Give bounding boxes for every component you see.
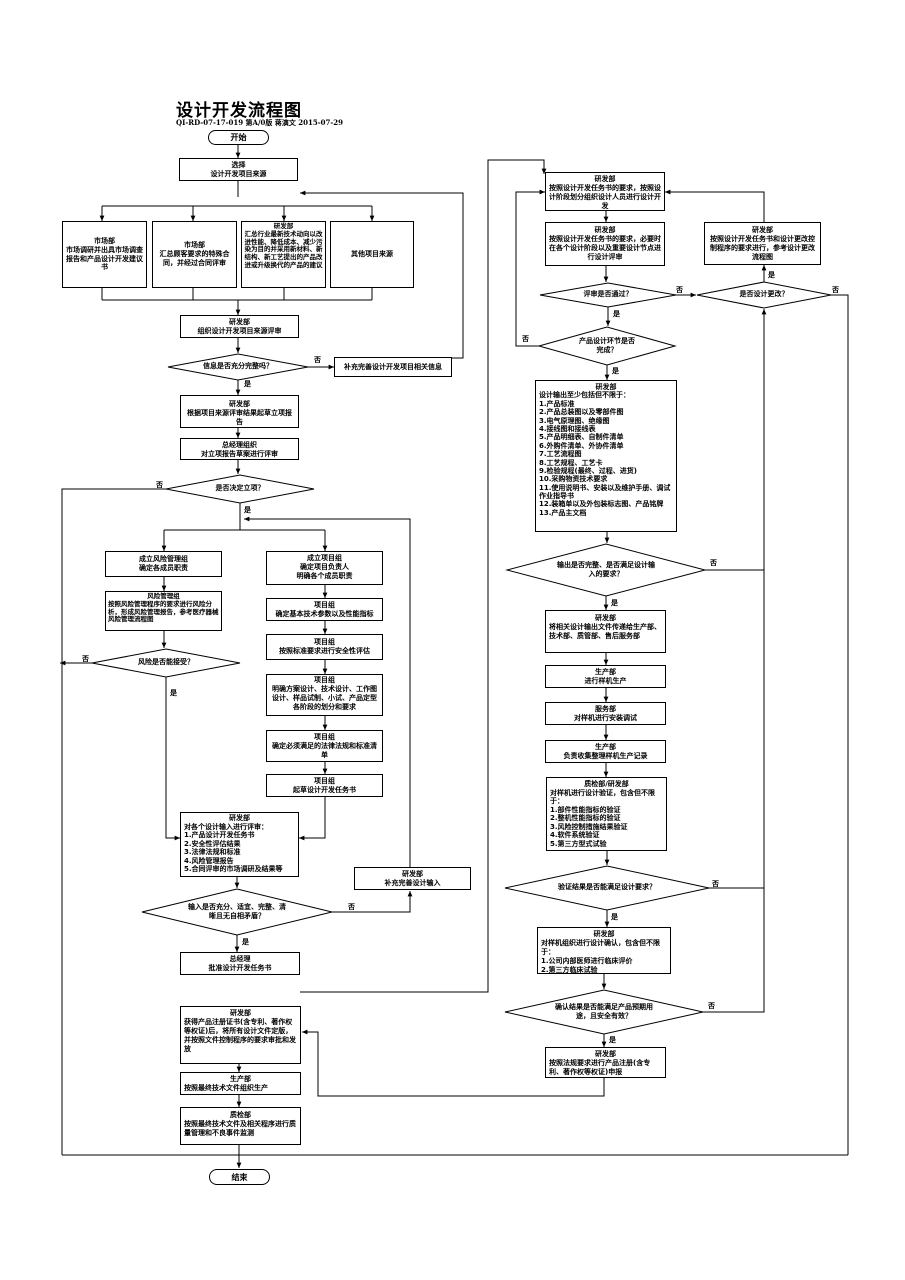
node-gm-review: 总经理组织对立项报告草案进行评审 (180, 438, 299, 460)
decision-info-complete: 信息是否充分完整吗？ (203, 362, 273, 371)
node-rd-transfer: 研发部将相关设计输出文件传递给生产部、技术部、质管部、售后服务部 (545, 610, 666, 653)
node-rd-trend: 研发部汇总行业最新技术动向以改进性能、降低成本、减少污染为目的并采用新材料、新结… (241, 221, 326, 288)
start-terminal: 开始 (208, 130, 269, 145)
diamond-risk-accept (91, 648, 241, 678)
node-supplement-info: 补充完善设计开发项目相关信息 (334, 357, 452, 377)
label-yes: 是 (242, 938, 249, 946)
node-qc-final: 质检部按照最终技术文件及相关程序进行质量管理和不良事件监测 (180, 1107, 301, 1145)
node-project-team: 成立项目组确定项目负责人 明确各个成员职责 (266, 551, 383, 585)
node-rd-review-source: 研发部组织设计开发项目来源评审 (180, 315, 299, 338)
label-no: 否 (348, 903, 355, 911)
node-market-a: 市场部市场调研并出具市场调查报告和产品设计开发建议书 (62, 221, 147, 288)
node-pg-task: 项目组起草设计开发任务书 (266, 774, 383, 797)
node-prod-final: 生产部按照最终技术文件组织生产 (180, 1072, 301, 1095)
decision-stage-done: 产品设计环节是否完成？ (579, 336, 635, 354)
label-yes: 是 (170, 689, 177, 697)
label-no: 否 (156, 481, 163, 489)
node-risk-analysis: 风险管理组按照风险管理程序的要求进行风险分析，形成风险管理报告，参考医疗器械风险… (105, 591, 222, 631)
label-no: 否 (708, 1002, 715, 1010)
node-pg-params: 项目组确定基本技术参数以及性能指标 (266, 598, 383, 621)
node-rd-confirm: 研发部对样机组织进行设计确认，包含但不限于： 1.公司内部医师进行临床评价 2.… (537, 927, 671, 974)
label-no: 否 (832, 286, 839, 294)
label-yes: 是 (613, 310, 620, 318)
node-prod-record: 生产部负责收集整理样机生产记录 (545, 740, 666, 763)
label-no: 否 (710, 559, 717, 567)
decision-input-ok: 输入是否充分、适宜、完整、清晰且无自相矛盾？ (188, 902, 286, 920)
node-rd-input-review: 研发部对各个设计输入进行评审： 1.产品设计开发任务书 2.安全性评估结果 3.… (180, 812, 299, 877)
decision-confirm-ok: 确认结果是否能满足产品预期用途，且安全有效？ (555, 1002, 653, 1020)
label-yes: 是 (611, 913, 618, 921)
node-rd-output: 研发部设计输出至少包括但不限于： 1.产品标准 2.产品总装图以及零部件图 3.… (535, 380, 677, 532)
label-yes: 是 (244, 506, 251, 514)
decision-approve-project: 是否决定立项？ (215, 484, 265, 493)
decision-verify-ok: 验证结果是否能满足设计要求？ (558, 883, 656, 892)
label-no: 否 (314, 356, 321, 364)
node-svc-debug: 服务部对样机进行安装调试 (545, 702, 666, 725)
end-terminal: 结束 (209, 1169, 270, 1185)
label-no: 否 (712, 880, 719, 888)
node-other-source: 其他项目来源 (330, 221, 414, 288)
page-title: 设计开发流程图 (176, 101, 302, 121)
node-qc-verify: 质检部/研发部对样机进行设计验证，包含但不限于： 1.部件性能指标的验证 2.整… (546, 777, 667, 851)
label-yes: 是 (612, 367, 619, 375)
diamond-stage-done (537, 326, 677, 366)
decision-risk-accept: 风险是否能接受？ (138, 658, 194, 667)
label-no: 否 (82, 655, 89, 663)
node-gm-approve: 总经理批准设计开发任务书 (180, 952, 300, 975)
node-rd-apply: 研发部按照法规要求进行产品注册(含专利、著作权等权证)申报 (545, 1047, 666, 1078)
node-rd-change: 研发部按照设计开发任务书和设计更改控制程序的要求进行，参考设计更改流程图 (704, 222, 821, 265)
label-yes: 是 (611, 599, 618, 607)
decision-design-change: 是否设计更改？ (739, 290, 789, 299)
decision-output-ok: 输出是否完整、是否满足设计输入的要求？ (557, 560, 655, 578)
node-prod-sample: 生产部进行样机生产 (545, 665, 666, 688)
label-yes: 是 (609, 1036, 616, 1044)
node-rd-supplement-input: 研发部补充完善设计输入 (354, 867, 471, 890)
node-rd-stage-review: 研发部按照设计开发任务书的要求，必要时在各个设计阶段以及重要设计节点进行设计评审 (545, 222, 665, 266)
label-no: 否 (676, 286, 683, 294)
node-pg-plan: 项目组明确方案设计、技术设计、工作图设计、样品试制、小试、产品定型各阶段的划分和… (266, 674, 383, 716)
node-rd-design: 研发部按照设计开发任务书的要求，按照设计阶段划分组织设计人员进行设计开发 (545, 172, 665, 211)
document-code: QI-RD-07-17-019 第A/0版 蒋演文 2015-07-29 (176, 118, 344, 127)
node-pg-safety: 项目组按照标准要求进行安全性评估 (266, 634, 383, 660)
decision-review-pass: 评审是否通过？ (583, 290, 633, 299)
label-yes: 是 (768, 271, 775, 279)
node-market-b: 市场部汇总顾客要求的特殊合同，并经过合同评审 (152, 221, 237, 288)
label-no: 否 (522, 335, 529, 343)
node-select-source: 选择设计开发项目来源 (179, 158, 298, 181)
node-pg-laws: 项目组确定必须满足的法律法规和标准清单 (266, 730, 383, 762)
node-risk-team: 成立风险管理组确定各成员职责 (105, 551, 222, 577)
label-yes: 是 (244, 380, 251, 388)
node-rd-register: 研发部获得产品注册证书(含专利、著作权等权证)后，将所有设计文件定版，并按照文件… (180, 1006, 301, 1064)
diamond-approve-project (165, 474, 315, 504)
node-rd-proposal: 研发部根据项目来源评审结果起草立项报告 (180, 395, 299, 428)
